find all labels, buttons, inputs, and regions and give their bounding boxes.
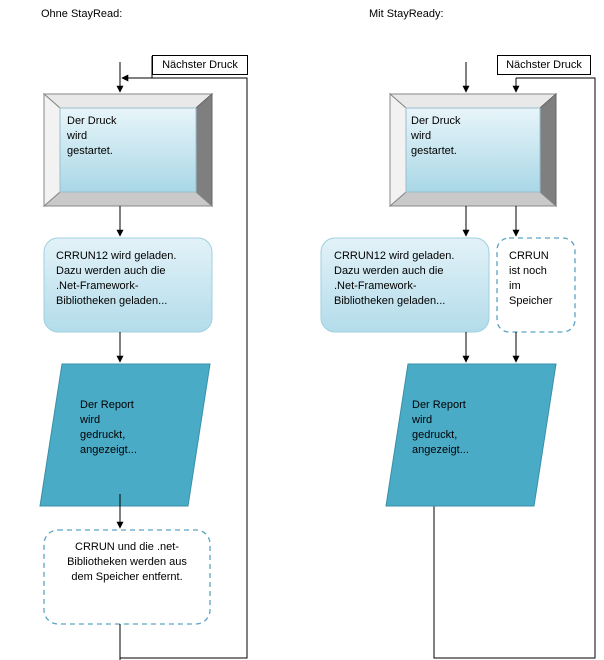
right-start-label: Der Druck wird gestartet. [411,115,461,157]
right-load-box [320,237,490,333]
right-load-label: CRRUN12 wird geladen. Dazu werden auch d… [334,250,455,307]
right-heading: Mit StayReady: [369,8,444,20]
left-report-label: Der Report wird gedruckt, angezeigt... [80,399,137,456]
left-unload-label: CRRUN und die .net- Bibliotheken werden … [67,541,187,583]
right-in-memory-box [496,237,576,333]
left-next-print-label: Nächster Druck [152,55,248,75]
right-loop-line [433,77,596,659]
left-report-shape [39,363,211,507]
left-heading: Ohne StayRead: [41,8,123,20]
right-report-label: Der Report wird gedruckt, angezeigt... [412,399,469,456]
right-in-memory-label: CRRUN ist noch im Speicher [509,250,553,307]
right-report-shape [385,363,557,507]
left-start-box [42,92,214,208]
left-load-label: CRRUN12 wird geladen. Dazu werden auch d… [56,250,177,307]
right-next-print-label: Nächster Druck [497,55,591,75]
left-start-label: Der Druck wird gestartet. [67,115,117,157]
right-start-box [388,92,558,208]
left-unload-box [43,529,211,625]
left-load-box [43,237,213,333]
